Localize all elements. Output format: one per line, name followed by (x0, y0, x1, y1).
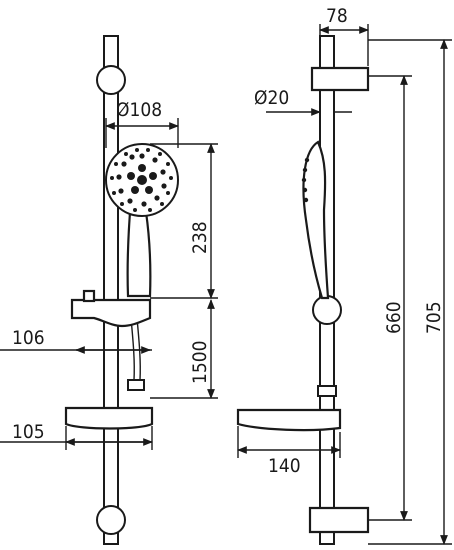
slider-knob (82, 289, 96, 303)
dimension-lines (0, 24, 452, 545)
side-top-bracket (310, 66, 370, 92)
dim-head-height: 238 (189, 221, 211, 254)
front-hand-shower-handle (126, 210, 152, 298)
spray-nozzles (110, 148, 173, 212)
front-soap-dish (64, 406, 154, 430)
dim-head-diameter: Ø108 (116, 99, 162, 121)
side-hand-shower (302, 140, 330, 300)
dim-bracket-spacing: 660 (383, 301, 405, 334)
dim-soap-dish-width: 105 (12, 421, 45, 443)
dimension-labels: 78 Ø20 Ø108 238 1500 106 105 140 660 705 (12, 5, 445, 477)
dim-total-height: 705 (423, 301, 445, 334)
dim-hose-length: 1500 (189, 341, 211, 385)
front-view (64, 35, 179, 545)
dim-slider-offset: 106 (12, 327, 45, 349)
front-top-bracket (96, 65, 126, 95)
side-soap-dish (236, 408, 342, 432)
dim-rail-diameter: Ø20 (254, 87, 289, 109)
front-slider-holder (70, 298, 152, 328)
dim-soap-dish-depth: 140 (268, 455, 301, 477)
side-slider (312, 295, 342, 325)
side-nozzles (301, 157, 310, 203)
hose-connector (127, 379, 145, 391)
side-bottom-bracket (308, 506, 370, 534)
shower-hose (130, 317, 141, 381)
front-bottom-bracket (96, 505, 126, 535)
dim-bracket-depth: 78 (326, 5, 348, 27)
side-hose-connector (317, 385, 337, 397)
side-view (236, 35, 370, 545)
